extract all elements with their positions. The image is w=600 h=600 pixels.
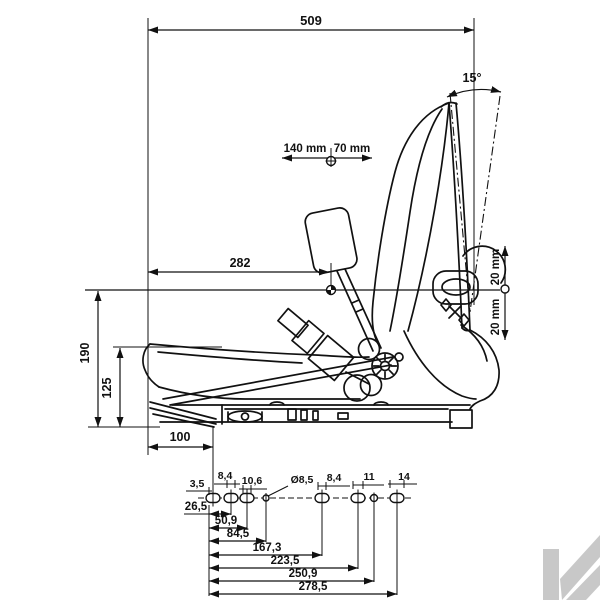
hole-dim-10-6: 10,6 [242, 475, 263, 487]
diameter-leader-line [267, 485, 289, 497]
hole-spacing-dims: 26,5 50,9 84,5 167,3 223,5 250,9 278,5 [184, 501, 398, 598]
dim-front-length: 100 [148, 426, 214, 492]
diamond-marker-lower [458, 313, 470, 327]
spacing-label-250-9: 250,9 [289, 568, 318, 580]
brand-watermark-k [543, 535, 600, 600]
watermark-upper-arm [560, 535, 600, 600]
dim-suspension-stroke: 20 mm 20 mm [490, 246, 510, 340]
dim-height-mid: 125 [88, 346, 222, 428]
dim-label-height-full: 190 [78, 343, 92, 364]
hole-dim-3-5: 3,5 [190, 478, 205, 490]
dim-sip-depth: 282 [85, 256, 500, 296]
hole-size-dims: 3,5 8,4 10,6 Ø8,5 8,4 11 14 [186, 470, 417, 497]
backrest [371, 101, 471, 346]
spacing-label-167-3: 167,3 [253, 542, 282, 554]
dim-label-travel-back: 140 mm [284, 143, 327, 155]
hole-dim-8-4a: 8,4 [218, 470, 233, 482]
spacing-label-223-5: 223,5 [271, 555, 300, 567]
pivot-star-wheel [357, 337, 404, 397]
hole-dim-11: 11 [363, 471, 374, 483]
watermark-stem [543, 549, 559, 600]
dim-label-front-length: 100 [170, 430, 191, 444]
adjustment-lever [304, 207, 382, 352]
spacing-label-50-9: 50,9 [215, 515, 237, 527]
seat-cushion [142, 343, 370, 400]
mount-point-markers [440, 298, 470, 327]
dim-slide-travel: 140 mm 70 mm [282, 143, 372, 167]
dim-label-travel-fwd: 70 mm [334, 143, 370, 155]
hole-dim-diameter: Ø8,5 [291, 474, 314, 486]
dim-label-height-mid: 125 [100, 378, 114, 399]
suspension-adjuster [277, 307, 371, 402]
hole-dim-14: 14 [398, 471, 410, 483]
rear-shell [403, 324, 500, 410]
dim-label-tilt: 15° [463, 71, 482, 85]
seat-index-point-marker [325, 284, 337, 296]
watermark-lower-arm [566, 565, 600, 600]
cross-marker [448, 305, 462, 319]
hole-dim-8-4b: 8,4 [327, 472, 342, 484]
spacing-label-278-5: 278,5 [299, 581, 328, 593]
base-rail [159, 401, 473, 429]
rear-foot [449, 409, 473, 429]
dim-overall-width: 509 [147, 13, 475, 455]
dim-label-stroke-down: 20 mm [490, 299, 502, 335]
seat-side-view [142, 101, 507, 429]
dim-height-full: 190 [78, 291, 102, 427]
mounting-rail-holes [198, 489, 412, 507]
diamond-marker-upper [440, 298, 452, 312]
front-linkage [149, 356, 394, 428]
tilt-axis-rear [469, 95, 501, 313]
dim-label-stroke-up: 20 mm [490, 249, 502, 285]
spacing-label-26-5: 26,5 [185, 501, 208, 513]
stroke-midpoint [500, 284, 510, 294]
spacing-label-84-5: 84,5 [227, 528, 250, 540]
dim-label-overall-width: 509 [300, 13, 322, 28]
tilt-axis-forward [449, 92, 471, 313]
dim-label-sip-depth: 282 [230, 256, 251, 270]
dim-backrest-tilt: 15° [446, 71, 502, 313]
